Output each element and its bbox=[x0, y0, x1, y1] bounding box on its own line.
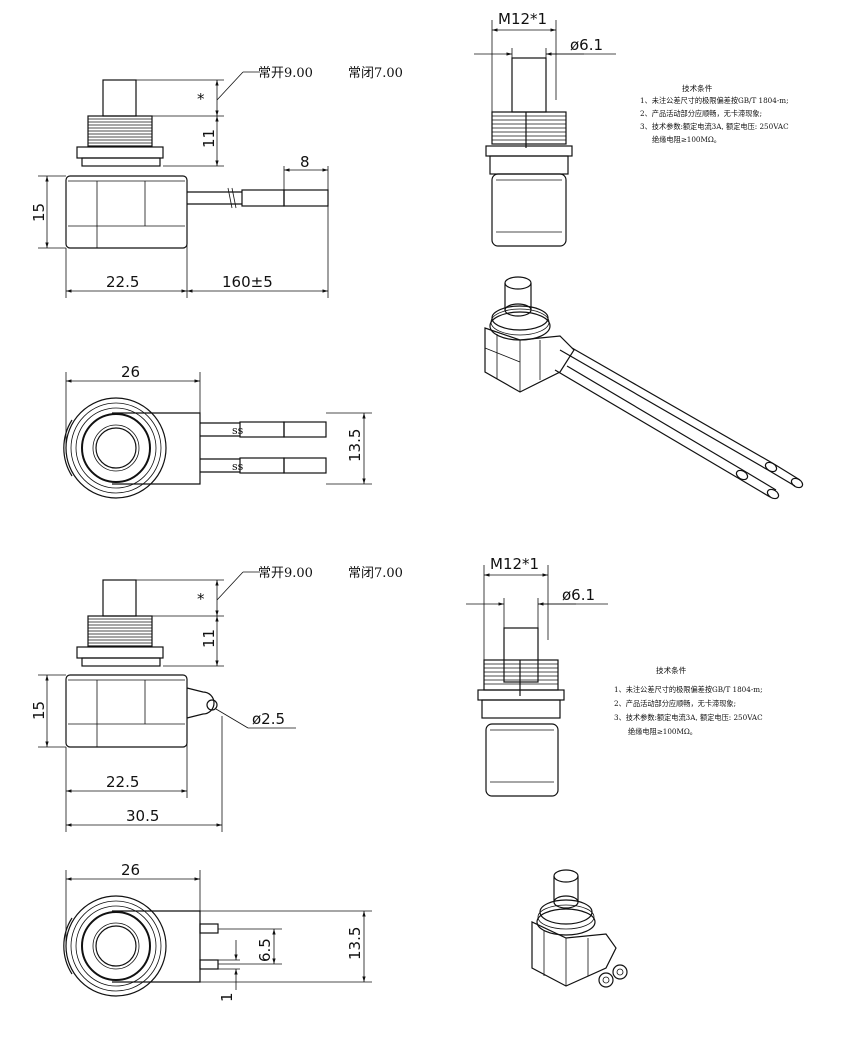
dim-thread-m12: M12*1 bbox=[498, 10, 547, 28]
dim-width-26-b: 26 bbox=[121, 861, 140, 879]
front-view-leaded bbox=[65, 79, 329, 249]
callout-normally-closed-b: 常闭7.00 bbox=[348, 566, 403, 581]
notes1-line2: 2、产品活动部分应顺畅，无卡滞现象; bbox=[640, 109, 762, 118]
dim-span-13-5: 13.5 bbox=[346, 429, 364, 462]
dim-thread-m12-b: M12*1 bbox=[490, 555, 539, 573]
view2-dimensions: 15 11 * 常开9.00 常闭7.00 ø2.5 22.5 30.5 bbox=[30, 566, 403, 832]
notes1-line4: 绝缘电阻≥100MΩ。 bbox=[652, 135, 721, 144]
svg-text:ss: ss bbox=[232, 460, 244, 473]
notes1-line1: 1、未注公差尺寸的极限偏差按GB/T 1804-m; bbox=[640, 96, 789, 105]
notes1-line3: 3、技术参数:额定电流3A, 额定电压: 250VAC bbox=[640, 122, 789, 131]
notes2-line1: 1、未注公差尺寸的极限偏差按GB/T 1804-m; bbox=[614, 685, 763, 694]
view2-top-dimensions: 26 6.5 13.5 1 bbox=[65, 861, 372, 1002]
side-view-lug-dimensions: M12*1 ø6.1 bbox=[466, 555, 608, 660]
dim-lead-160: 160±5 bbox=[222, 273, 273, 291]
dim-hole-2-5: ø2.5 bbox=[252, 710, 285, 728]
dim-span-13-5-b: 13.5 bbox=[346, 927, 364, 960]
side-view-leaded bbox=[485, 57, 573, 247]
isometric-view-leaded bbox=[484, 276, 804, 500]
dim-width-26: 26 bbox=[121, 363, 140, 381]
top-view-leaded: ss ss bbox=[63, 397, 327, 499]
view1-dimensions: 15 11 * 常开9.00 常闭7.00 8 22.5 160±5 bbox=[30, 66, 403, 298]
technical-notes-1: 技术条件 1、未注公差尺寸的极限偏差按GB/T 1804-m; 2、产品活动部分… bbox=[640, 83, 789, 144]
notes2-line2: 2、产品活动部分应顺畅，无卡滞现象; bbox=[614, 699, 736, 708]
dim-bush-11: 11 bbox=[200, 129, 218, 148]
dim-pitch-6-5: 6.5 bbox=[256, 938, 274, 962]
dim-height-15: 15 bbox=[30, 203, 48, 222]
notes1-heading: 技术条件 bbox=[682, 83, 713, 93]
dim-bore-6-1: ø6.1 bbox=[570, 36, 603, 54]
dim-total-30-5: 30.5 bbox=[126, 807, 159, 825]
top-view-lug bbox=[63, 895, 219, 997]
dim-star-b: * bbox=[197, 590, 205, 608]
side-view-leaded-dimensions: M12*1 ø6.1 bbox=[474, 10, 616, 112]
side-view-lug bbox=[477, 627, 565, 797]
dim-bush-11-b: 11 bbox=[200, 629, 218, 648]
dim-body-22-5-b: 22.5 bbox=[106, 773, 139, 791]
callout-normally-open: 常开9.00 bbox=[258, 66, 313, 81]
notes2-heading: 技术条件 bbox=[656, 665, 687, 675]
dim-strip-8: 8 bbox=[300, 153, 310, 171]
dim-height-15-b: 15 bbox=[30, 701, 48, 720]
isometric-view-lug bbox=[531, 869, 628, 988]
front-view-lug bbox=[65, 579, 218, 748]
notes2-line4: 绝缘电阻≥100MΩ。 bbox=[628, 727, 697, 736]
svg-text:ss: ss bbox=[232, 424, 244, 437]
callout-normally-open-b: 常开9.00 bbox=[258, 566, 313, 581]
dim-bore-6-1-b: ø6.1 bbox=[562, 586, 595, 604]
callout-normally-closed: 常闭7.00 bbox=[348, 66, 403, 81]
technical-notes-2: 技术条件 1、未注公差尺寸的极限偏差按GB/T 1804-m; 2、产品活动部分… bbox=[614, 665, 763, 736]
dim-body-22-5: 22.5 bbox=[106, 273, 139, 291]
notes2-line3: 3、技术参数:额定电流3A, 额定电压: 250VAC bbox=[614, 713, 763, 722]
dim-star: * bbox=[197, 90, 205, 108]
view1-top-dimensions: 26 13.5 bbox=[65, 363, 372, 485]
dim-tab-1: 1 bbox=[218, 992, 236, 1002]
